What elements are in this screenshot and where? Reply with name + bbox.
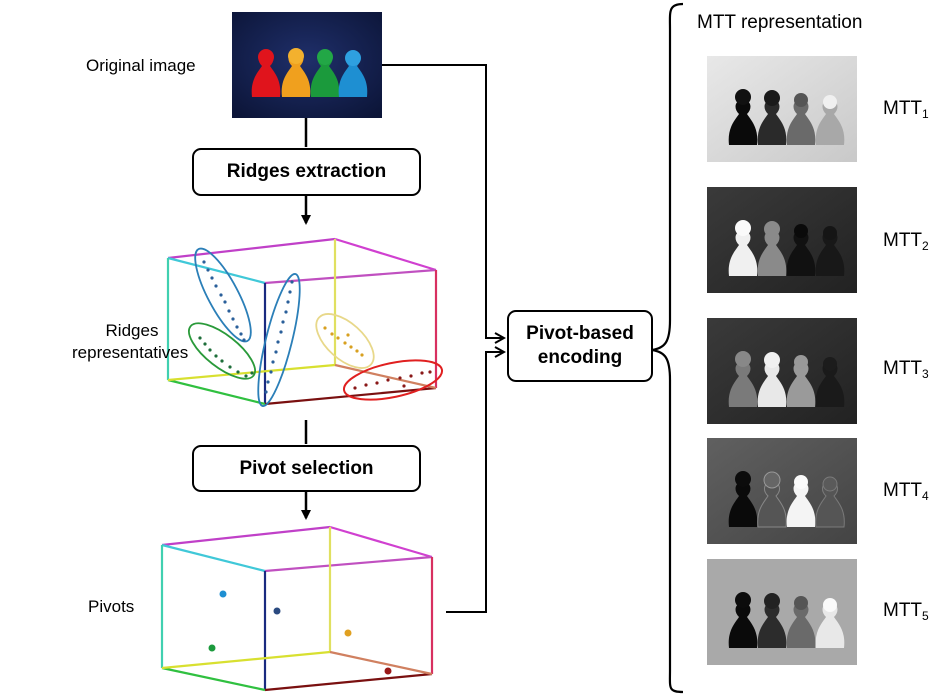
mtt-label-5-base: MTT bbox=[883, 600, 923, 621]
pivot-point-yellow bbox=[344, 629, 352, 637]
pivot-points bbox=[208, 590, 392, 675]
mtt-label-3-sub: 3 bbox=[922, 367, 929, 381]
cluster-green bbox=[188, 322, 256, 380]
pivots-cube bbox=[160, 525, 434, 692]
label-ridges-line1: Ridges bbox=[105, 321, 159, 340]
label-original-image: Original image bbox=[86, 56, 196, 75]
mtt-label-4-sub: 4 bbox=[922, 489, 929, 503]
original-image-thumbnail bbox=[232, 12, 382, 118]
mtt-thumbnail-4 bbox=[707, 438, 857, 544]
pawn-green bbox=[310, 49, 340, 97]
curly-brace bbox=[651, 2, 684, 694]
pivot-point-blue bbox=[219, 590, 227, 598]
box-pivot-selection: Pivot selection bbox=[192, 445, 421, 492]
pivot-point-green bbox=[208, 644, 216, 652]
pawn-red bbox=[251, 49, 281, 97]
mtt-label-1-base: MTT bbox=[883, 98, 923, 119]
mtt-label-3-base: MTT bbox=[883, 358, 923, 379]
mtt-label-1: MTT1 bbox=[883, 98, 929, 121]
mtt-label-4-base: MTT bbox=[883, 480, 923, 501]
box-pivot-encoding-line1: Pivot-based bbox=[526, 323, 634, 344]
mtt-label-3: MTT3 bbox=[883, 358, 929, 381]
mtt-label-1-sub: 1 bbox=[922, 107, 929, 121]
pivot-point-navy bbox=[273, 607, 281, 615]
mtt-thumbnail-3 bbox=[707, 318, 857, 424]
pawn-yellow bbox=[281, 48, 311, 97]
mtt-label-2-sub: 2 bbox=[922, 239, 929, 253]
label-ridges-representatives: Ridges representatives bbox=[72, 320, 188, 364]
ridges-cube bbox=[166, 237, 438, 406]
arrow-original-to-encoding bbox=[382, 64, 504, 338]
mtt-label-5-sub: 5 bbox=[922, 609, 929, 623]
mtt-thumbnail-2 bbox=[707, 187, 857, 293]
mtt-label-2-base: MTT bbox=[883, 230, 923, 251]
arrow-pivots-to-encoding bbox=[446, 352, 504, 613]
cluster-red bbox=[342, 359, 444, 401]
mtt-label-5: MTT5 bbox=[883, 600, 929, 623]
cluster-blue-left bbox=[194, 247, 252, 343]
box-ridges-extraction: Ridges extraction bbox=[192, 148, 421, 196]
pivot-point-red bbox=[384, 667, 392, 675]
box-pivot-based-encoding: Pivot-based encoding bbox=[507, 310, 653, 382]
mtt-thumbnail-5 bbox=[707, 559, 857, 665]
pawn-blue bbox=[338, 50, 368, 97]
label-ridges-line2: representatives bbox=[72, 343, 189, 362]
cluster-blue-right bbox=[257, 273, 301, 407]
label-mtt-representation: MTT representation bbox=[697, 12, 863, 33]
label-pivots: Pivots bbox=[88, 597, 135, 616]
cluster-yellow bbox=[315, 313, 375, 369]
mtt-label-4: MTT4 bbox=[883, 480, 929, 503]
mtt-thumbnail-1 bbox=[707, 56, 857, 162]
mtt-label-2: MTT2 bbox=[883, 230, 929, 253]
box-pivot-encoding-line2: encoding bbox=[537, 347, 623, 368]
